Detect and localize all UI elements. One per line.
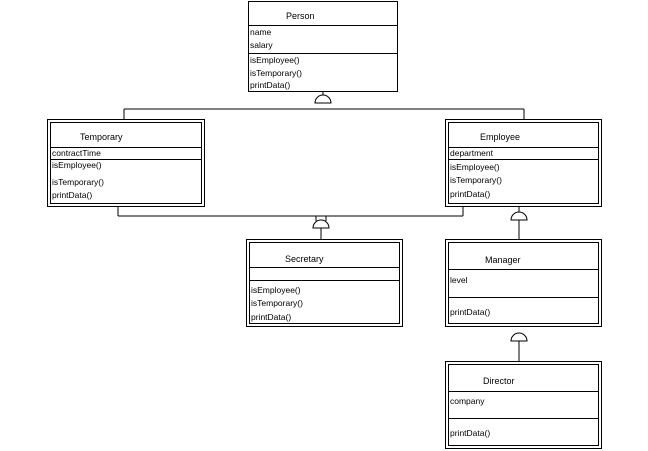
class-employee-method: isEmployee() <box>450 162 500 172</box>
class-manager-method: printData() <box>450 307 491 317</box>
class-director-name: Director <box>483 376 515 386</box>
class-secretary-method: printData() <box>251 312 292 322</box>
class-employee-attr-divider <box>449 159 598 160</box>
class-temporary-method: printData() <box>52 190 93 200</box>
class-employee-method: isTemporary() <box>450 175 502 185</box>
class-person-attribute: name <box>250 27 272 37</box>
class-temporary-method: isTemporary() <box>52 177 104 187</box>
class-director-method: printData() <box>450 428 491 438</box>
class-director-attr-divider <box>449 418 598 419</box>
class-manager-name: Manager <box>485 255 521 265</box>
class-temporary-attribute: contractTime <box>52 148 101 158</box>
class-secretary-name-divider <box>250 267 399 268</box>
class-temporary-attr-divider <box>51 159 201 160</box>
class-person-attr-divider <box>249 53 397 54</box>
class-employee-attribute: department <box>450 148 493 158</box>
generalization-arrow-secretary <box>312 219 330 229</box>
class-secretary-name: Secretary <box>285 254 324 264</box>
class-employee-name-divider <box>449 147 598 148</box>
class-temporary-name: Temporary <box>80 132 123 142</box>
class-person-name-divider <box>249 25 397 26</box>
class-person[interactable]: Person name salary isEmployee() isTempor… <box>248 1 398 92</box>
class-employee[interactable]: Employee department isEmployee() isTempo… <box>445 119 602 207</box>
class-secretary-method: isEmployee() <box>251 285 301 295</box>
class-person-method: isEmployee() <box>250 55 300 65</box>
class-temporary-name-divider <box>51 147 201 148</box>
class-director-attribute: company <box>450 396 485 406</box>
class-temporary-method: isEmployee() <box>52 160 102 170</box>
class-secretary-attr-divider <box>250 280 399 281</box>
class-employee-method: printData() <box>450 189 491 199</box>
class-person-method: isTemporary() <box>250 68 302 78</box>
class-manager[interactable]: Manager level printData() <box>445 239 602 327</box>
class-director[interactable]: Director company printData() <box>445 361 602 449</box>
generalization-arrow-manager <box>510 332 528 342</box>
class-manager-attr-divider <box>449 297 598 298</box>
class-employee-name: Employee <box>480 132 521 142</box>
class-person-name: Person <box>286 11 315 21</box>
class-manager-name-divider <box>449 269 598 270</box>
class-person-attribute: salary <box>250 40 273 50</box>
generalization-arrow-employee <box>510 211 528 221</box>
generalization-arrow-person <box>314 94 332 104</box>
class-director-name-divider <box>449 391 598 392</box>
class-manager-attribute: level <box>450 275 468 285</box>
class-secretary-method: isTemporary() <box>251 298 303 308</box>
class-temporary[interactable]: Temporary contractTime isEmployee() isTe… <box>47 119 205 207</box>
class-person-method: printData() <box>250 80 291 90</box>
class-secretary[interactable]: Secretary isEmployee() isTemporary() pri… <box>246 239 403 327</box>
